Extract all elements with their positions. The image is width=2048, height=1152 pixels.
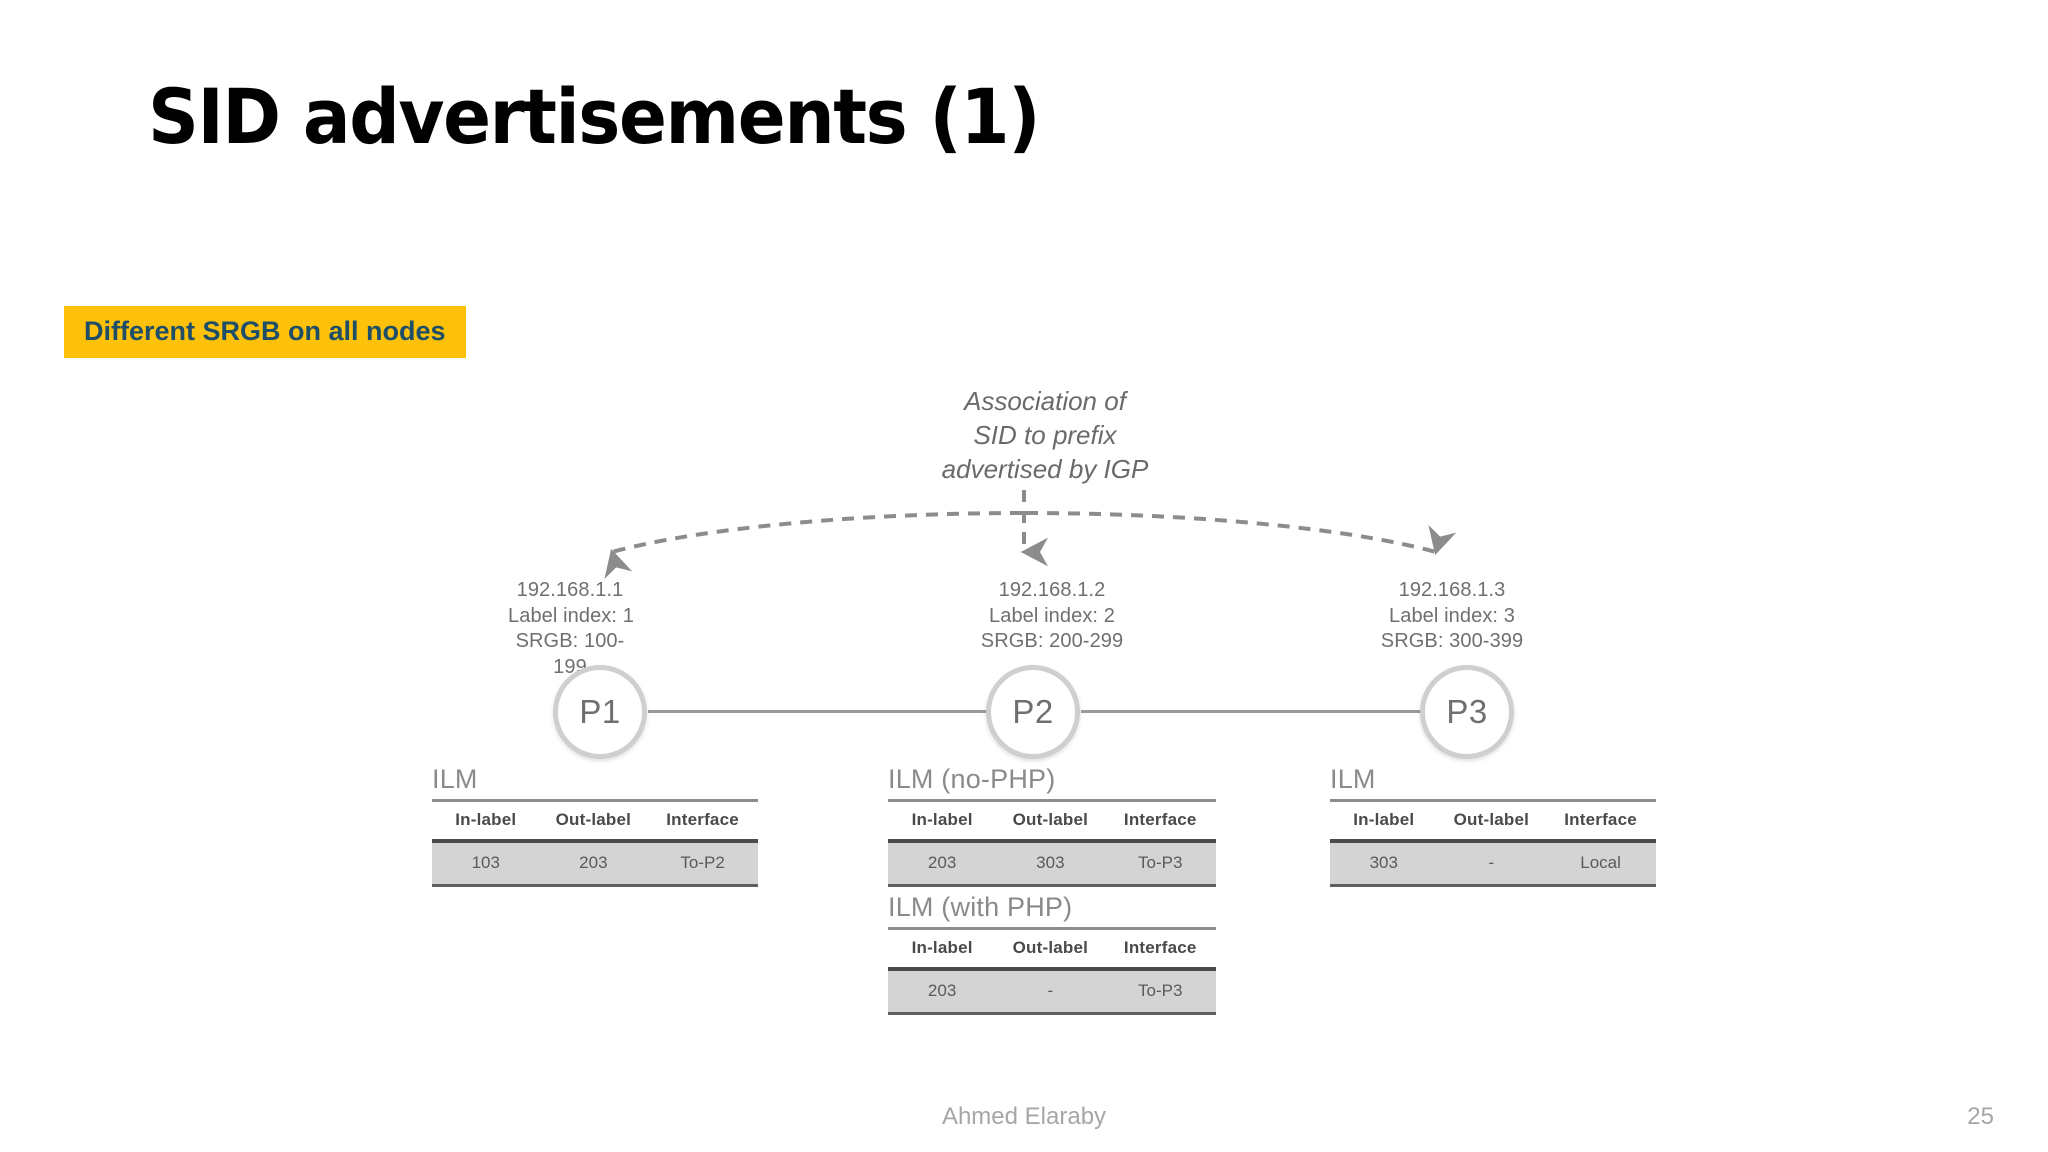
- ilm-p1-col-in-label: In-label: [432, 799, 540, 843]
- annotation-line-2: SID to prefix: [973, 419, 1117, 450]
- ilm-p3-col-in-label: In-label: [1330, 799, 1438, 843]
- ilm-p2-php-col-in-label: In-label: [888, 927, 997, 971]
- ilm-p1-r0-out-label: 203: [539, 841, 648, 887]
- page-title: SID advertisements (1): [148, 72, 1041, 161]
- ilm-p1-r0-in-label: 103: [432, 841, 540, 887]
- ilm-table-block-p2-php: ILM (with PHP) In-label Out-label Interf…: [888, 892, 1216, 1015]
- node-p3-label-index: Label index: 3: [1389, 604, 1515, 627]
- node-info-p1: 192.168.1.1 Label index: 1 SRGB: 100-199: [508, 578, 634, 680]
- link-p1-p2: [648, 710, 987, 713]
- ilm-p3-r0-interface: Local: [1545, 841, 1656, 887]
- callout-label: Different SRGB on all nodes: [84, 316, 446, 346]
- table-header-row: In-label Out-label Interface: [888, 927, 1216, 971]
- ilm-p2-php-r0-in-label: 203: [888, 969, 997, 1015]
- ilm-p2-php-table: In-label Out-label Interface 203 - To-P3: [888, 927, 1216, 1015]
- ilm-p1-table: In-label Out-label Interface 103 203 To-…: [432, 799, 758, 887]
- node-p3-srgb: SRGB: 300-399: [1380, 630, 1524, 653]
- ilm-table-block-p3: ILM In-label Out-label Interface 303 - L…: [1330, 764, 1656, 887]
- node-info-p3: 192.168.1.3 Label index: 3 SRGB: 300-399: [1352, 578, 1552, 655]
- ilm-p2-php-title: ILM (with PHP): [888, 892, 1073, 922]
- link-p2-p3: [1081, 710, 1421, 713]
- annotation-line-1: Association of: [964, 386, 1126, 416]
- ilm-p3-r0-in-label: 303: [1330, 841, 1438, 887]
- ilm-p3-r0-out-label: -: [1437, 841, 1546, 887]
- node-p1-label-index: Label index: 1: [508, 604, 634, 627]
- ilm-p3-col-out-label: Out-label: [1437, 799, 1546, 843]
- router-p1-label: P1: [579, 693, 621, 730]
- ilm-table-block-p2-nophp: ILM (no-PHP) In-label Out-label Interfac…: [888, 764, 1216, 887]
- table-row: 203 - To-P3: [888, 969, 1216, 1015]
- ilm-p2-nophp-r0-out-label: 303: [996, 841, 1105, 887]
- router-p2-label: P2: [1012, 693, 1054, 730]
- ilm-p2-nophp-r0-in-label: 203: [888, 841, 997, 887]
- ilm-p2-nophp-table: In-label Out-label Interface 203 303 To-…: [888, 799, 1216, 887]
- table-row: 303 - Local: [1330, 841, 1656, 887]
- node-p2-label-index: Label index: 2: [989, 604, 1115, 627]
- node-p3-prefix: 192.168.1.3: [1398, 579, 1506, 601]
- ilm-p3-col-interface: Interface: [1545, 799, 1656, 843]
- ilm-p2-nophp-col-interface: Interface: [1104, 799, 1216, 843]
- arrow-to-p3: [1025, 511, 1457, 556]
- node-p2-prefix: 192.168.1.2: [998, 579, 1106, 601]
- annotation-text: Association of SID to prefix advertised …: [890, 385, 1200, 486]
- ilm-p2-nophp-col-in-label: In-label: [888, 799, 997, 843]
- ilm-p2-nophp-col-out-label: Out-label: [996, 799, 1105, 843]
- footer-author: Ahmed Elaraby: [941, 1103, 1107, 1130]
- ilm-p1-col-interface: Interface: [647, 799, 758, 843]
- ilm-p2-php-col-interface: Interface: [1104, 927, 1216, 971]
- ilm-table-block-p1: ILM In-label Out-label Interface 103 203…: [432, 764, 758, 887]
- table-row: 103 203 To-P2: [432, 841, 758, 887]
- ilm-p2-nophp-r0-interface: To-P3: [1104, 841, 1216, 887]
- ilm-p2-php-r0-interface: To-P3: [1104, 969, 1216, 1015]
- router-node-p2: P2: [986, 665, 1080, 759]
- footer-page-number: 25: [1967, 1103, 1994, 1130]
- ilm-p3-title: ILM: [1330, 764, 1376, 794]
- ilm-p3-table: In-label Out-label Interface 303 - Local: [1330, 799, 1656, 887]
- table-header-row: In-label Out-label Interface: [1330, 799, 1656, 843]
- table-row: 203 303 To-P3: [888, 841, 1216, 887]
- table-header-row: In-label Out-label Interface: [432, 799, 758, 843]
- annotation-line-3: advertised by IGP: [941, 453, 1149, 484]
- ilm-p1-r0-interface: To-P2: [647, 841, 758, 887]
- ilm-p1-col-out-label: Out-label: [539, 799, 648, 843]
- node-info-p2: 192.168.1.2 Label index: 2 SRGB: 200-299: [952, 578, 1152, 655]
- node-p2-srgb: SRGB: 200-299: [980, 630, 1124, 653]
- router-p3-label: P3: [1446, 693, 1488, 730]
- ilm-p1-title: ILM: [432, 764, 478, 794]
- router-node-p3: P3: [1420, 665, 1514, 759]
- router-node-p1: P1: [553, 665, 647, 759]
- ilm-p2-nophp-title: ILM (no-PHP): [888, 764, 1056, 794]
- callout-banner: Different SRGB on all nodes: [64, 306, 466, 359]
- arrow-to-p1: [604, 511, 1023, 579]
- table-header-row: In-label Out-label Interface: [888, 799, 1216, 843]
- node-p1-prefix: 192.168.1.1: [516, 579, 624, 601]
- ilm-p2-php-col-out-label: Out-label: [996, 927, 1105, 971]
- ilm-p2-php-r0-out-label: -: [996, 969, 1105, 1015]
